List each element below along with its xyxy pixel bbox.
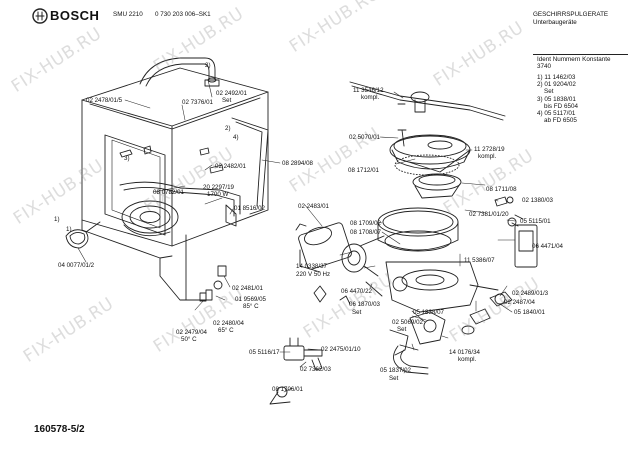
callout-number: 2) — [205, 62, 211, 69]
leader-lines — [77, 79, 516, 393]
part-label: 20 2297/19 — [203, 184, 234, 191]
part-label: 01 9569/05 — [235, 296, 266, 303]
callout-number: 4) — [233, 134, 239, 141]
ident-item: 3) 05 1838/01 — [537, 95, 576, 103]
part-label: 02 2482/01 — [215, 163, 246, 170]
category-subtitle: Unterbaugeräte — [533, 19, 577, 26]
part-label: 02 7362/03 — [300, 366, 331, 373]
part-label: Set — [397, 326, 407, 333]
part-label: 05 1840/01 — [514, 309, 545, 316]
part-label: 04 0077/01/2 — [58, 262, 95, 269]
ident-item: bis FD 6504 — [537, 102, 578, 110]
ident-item: 2) 01 9204/02 — [537, 81, 576, 89]
callout-number: 1) — [66, 226, 72, 233]
filter-assembly-drawing — [389, 129, 471, 199]
part-label: 02 7381/01/20 — [469, 211, 509, 218]
part-label: 02 2481/01 — [232, 285, 263, 292]
part-label: 02 2480/04 — [213, 320, 244, 327]
part-label: 06 1870/03 — [349, 301, 380, 308]
part-label: 02 5069/02 — [392, 319, 423, 326]
part-label: 05 1838/07 — [413, 309, 444, 316]
part-label: 08 1708/07 — [350, 229, 381, 236]
part-label: 08 1706/01 — [272, 386, 303, 393]
part-label: 05 5116/17 — [249, 349, 280, 356]
part-label: 08 0782/01 — [153, 189, 184, 196]
ident-list: 1) 11 1462/03 2) 01 9204/02 Set 3) 05 18… — [537, 74, 578, 124]
part-label: 02 7376/01 — [182, 99, 213, 106]
pump-housing-drawing — [385, 261, 499, 313]
callout-number: 1) — [54, 216, 60, 223]
part-label: 02 2489/01/3 — [512, 290, 549, 297]
part-label: 220 V 50 Hz — [296, 271, 331, 278]
ident-item: ab FD 6505 — [537, 117, 577, 125]
part-label: 02 2483/01 — [298, 203, 329, 210]
part-label: 05 5115/01 — [520, 218, 551, 225]
part-label: kompl. — [458, 356, 477, 363]
part-label: 50° C — [181, 336, 197, 343]
callout-number: 3) — [124, 155, 130, 162]
ident-item: 4) 05 5117/01 — [537, 110, 576, 118]
part-label: 14 0176/34 — [449, 349, 480, 356]
part-label: 08 1712/01 — [348, 167, 379, 174]
callout-number: 2) — [225, 125, 231, 132]
part-label: kompl. — [361, 94, 380, 101]
model-label: SMU 2210 — [113, 11, 143, 18]
cabinet-drawing — [65, 57, 269, 302]
part-label: Set — [352, 309, 362, 316]
hose-drawing — [313, 285, 429, 375]
part-label: 11 2728/19 — [474, 146, 505, 153]
sump-ring-drawing — [377, 207, 459, 252]
part-label: 02 2478/01/5 — [86, 97, 123, 104]
part-label: 05 1837/02 — [380, 367, 411, 374]
part-label: 11 5386/07 — [464, 257, 495, 264]
part-label: kompl. — [478, 153, 497, 160]
ident-divider — [533, 54, 628, 55]
part-label: 02 5070/01 — [349, 134, 380, 141]
ident-item: 1) 11 1462/03 — [537, 74, 576, 81]
document-code: 160578-5/2 — [34, 424, 85, 435]
part-label: 08 1711/08 — [486, 186, 517, 193]
part-label: 02 2479/04 — [176, 329, 207, 336]
part-label: Set — [222, 97, 232, 104]
part-label: 02 2492/01 — [216, 90, 247, 97]
part-number-label: 0 730 203 006–SK1 — [155, 11, 211, 18]
motor-drawing — [295, 222, 385, 297]
part-label: 11 3546/12 — [353, 87, 384, 94]
part-label: 06 4470/22 — [341, 288, 372, 295]
part-label: 85° C — [243, 303, 259, 310]
ident-title: Ident Nummern Konstante — [537, 56, 611, 63]
part-label: 1700 W — [207, 191, 229, 198]
part-label: 65° C — [218, 327, 234, 334]
part-label: 06 4471/04 — [532, 243, 563, 250]
part-label: 14 0338/37 — [296, 263, 327, 270]
bosch-logo-icon — [32, 8, 48, 24]
spray-arm-drawing — [349, 81, 506, 121]
part-label: 02 2487/04 — [504, 299, 535, 306]
brand-logo-text: BOSCH — [50, 8, 100, 23]
category-title: GESCHIRRSPULGERATE — [533, 11, 609, 18]
ident-item: Set — [537, 88, 554, 96]
part-label: Set — [389, 375, 399, 382]
small-parts-drawing — [389, 196, 538, 356]
part-label: 08 1709/02 — [350, 220, 381, 227]
valve-drawing — [269, 337, 323, 405]
part-label: 08 2894/08 — [282, 160, 313, 167]
part-label: 02 2475/01/10 — [321, 346, 361, 353]
ident-value: 3740 — [537, 63, 552, 70]
part-label: 02 1380/03 — [522, 197, 553, 204]
part-label: 01 8516/02 — [234, 205, 265, 212]
